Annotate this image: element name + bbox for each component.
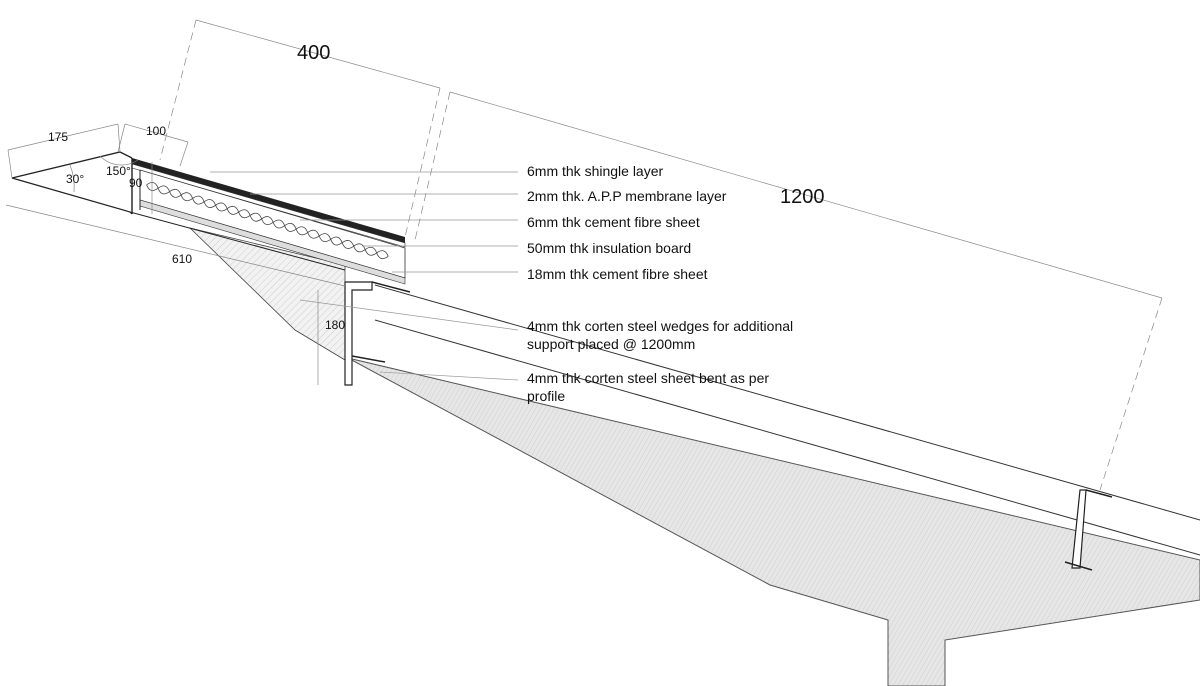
callout-wedges-line1: 4mm thk corten steel wedges for addition… [527, 318, 794, 334]
deck-line-top [374, 284, 1200, 521]
callout-cement-fibre-18: 18mm thk cement fibre sheet [527, 266, 708, 282]
callout-wedges-line2: support placed @ 1200mm [527, 336, 696, 352]
corten-upstand-left [344, 281, 373, 386]
deck-line-bottom [374, 319, 1200, 556]
callout-cement-fibre-6: 6mm thk cement fibre sheet [527, 214, 700, 230]
dimension-610: 610 [172, 252, 193, 266]
callout-shingle: 6mm thk shingle layer [527, 163, 664, 179]
callout-sheet-line2: profile [527, 388, 566, 404]
corten-flange-left-top [371, 281, 411, 293]
dimension-175: 175 [48, 130, 69, 144]
callout-membrane: 2mm thk. A.P.P membrane layer [527, 188, 727, 204]
corten-flange-right-bottom [1064, 561, 1093, 571]
callout-sheet-line1: 4mm thk corten steel sheet bent as per [527, 370, 770, 386]
corten-flange-right-top [1085, 489, 1113, 498]
eave-layers [11, 151, 406, 285]
dimension-90: 90 [129, 176, 143, 190]
concrete-slab [347, 357, 1200, 686]
angle-150: 150° [106, 164, 131, 178]
angle-30: 30° [66, 172, 85, 186]
corten-flange-left-bottom [351, 355, 386, 363]
dimension-180: 180 [325, 318, 346, 332]
dimension-100: 100 [146, 124, 167, 138]
dimension-400: 400 [297, 42, 331, 64]
dimension-1200: 1200 [780, 186, 825, 208]
leader-lines [210, 171, 519, 381]
callout-insulation: 50mm thk insulation board [527, 240, 692, 256]
dimension-lines [5, 19, 1163, 491]
